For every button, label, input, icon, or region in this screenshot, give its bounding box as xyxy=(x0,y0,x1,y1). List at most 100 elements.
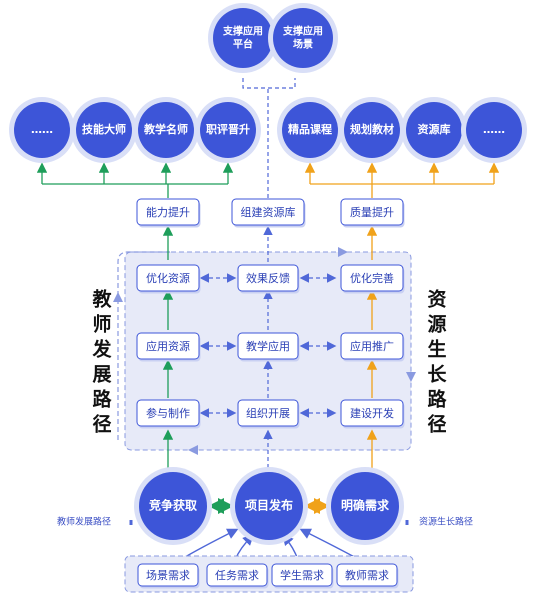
panel-arrow-bottom-left-head xyxy=(188,445,198,455)
resource-path-vertical-char: 长 xyxy=(427,364,447,386)
panel-left-box-2[interactable]: 参与制作 xyxy=(136,399,201,429)
teacher-outcome-circle-2-disc xyxy=(138,102,194,158)
platform-circle-label: 平台 xyxy=(233,38,253,51)
teacher-outcome-circle-1-disc xyxy=(76,102,132,158)
teacher-path-vertical-char: 径 xyxy=(92,414,111,436)
publish-circle-disc xyxy=(235,472,303,540)
ability-box-label: 能力提升 xyxy=(146,205,190,219)
teacher-outcome-circle-2[interactable]: 教学名师 xyxy=(133,97,199,163)
panel-right-box-2-label: 建设开发 xyxy=(350,406,394,420)
demand-circle[interactable]: 明确需求 xyxy=(326,467,404,545)
resource-outcome-circle-0-disc xyxy=(282,102,338,158)
panel-center-box-2-frame xyxy=(237,399,299,427)
need-box-0[interactable]: 场景需求 xyxy=(137,563,200,589)
teacher-outcome-circle-0-label: …… xyxy=(31,123,53,136)
resource-outcome-connectors xyxy=(304,162,500,198)
build-library-box-label: 组建资源库 xyxy=(241,205,296,219)
panel-center-box-1-frame xyxy=(237,332,299,360)
panel-left-box-1[interactable]: 应用资源 xyxy=(136,332,201,362)
teacher-path-vertical-char: 师 xyxy=(92,314,111,336)
panel-center-box-1[interactable]: 教学应用 xyxy=(237,332,300,362)
resource-outcome-circle-2-label: 资源库 xyxy=(418,122,451,136)
resource-path-vertical-char: 资 xyxy=(427,288,446,311)
need-box-2-frame xyxy=(271,563,333,587)
resource-outcome-circle-1-label: 规划教材 xyxy=(350,122,394,136)
need-box-0-frame xyxy=(137,563,199,587)
publish-circle[interactable]: 项目发布 xyxy=(230,467,308,545)
panel-right-box-1-frame xyxy=(340,332,404,360)
quality-box-label: 质量提升 xyxy=(350,206,394,219)
teacher-outcome-circle-3-label: 职评晋升 xyxy=(206,122,250,136)
resource-path-vertical-char: 源 xyxy=(427,313,446,336)
resource-outcome-circle-0[interactable]: 精品课程 xyxy=(277,97,343,163)
resource-outcome-circle-0-label: 精品课程 xyxy=(288,122,332,136)
teacher-outcome-circle-3-disc xyxy=(200,102,256,158)
resource-outcome-circle-3[interactable]: …… xyxy=(461,97,527,163)
panel-center-box-1-label: 教学应用 xyxy=(246,339,290,353)
teacher-outcome-connectors xyxy=(36,162,234,198)
resource-outcome-circle-2-disc xyxy=(406,102,462,158)
teacher-path-vertical-char: 教 xyxy=(92,288,112,311)
panel-right-box-1[interactable]: 应用推广 xyxy=(340,332,405,362)
need-box-0-label: 场景需求 xyxy=(146,568,190,582)
panel-left-box-2-label: 参与制作 xyxy=(146,406,190,420)
compete-circle-disc xyxy=(139,472,207,540)
panel-horizontal-arrows xyxy=(199,273,337,418)
scene-circle-disc xyxy=(273,8,333,68)
panel-arrow-top-right-head xyxy=(338,247,348,257)
panel-left-box-0-label: 优化资源 xyxy=(146,271,190,285)
need-box-1-label: 任务需求 xyxy=(215,569,259,582)
build-library-box-frame xyxy=(231,198,305,226)
panel-right-box-0[interactable]: 优化完善 xyxy=(340,264,405,294)
publish-circle-label: 项目发布 xyxy=(245,498,293,513)
resource-outcome-circle-1-disc xyxy=(344,102,400,158)
need-box-3-frame xyxy=(336,563,398,587)
quality-box-frame xyxy=(340,198,404,226)
need-box-3-label: 教师需求 xyxy=(345,569,389,582)
panel-center-box-0-frame xyxy=(237,264,299,292)
demand-circle-label: 明确需求 xyxy=(341,498,390,513)
panel-left-box-0[interactable]: 优化资源 xyxy=(136,264,201,294)
panel-center-box-2[interactable]: 组织开展 xyxy=(237,399,300,429)
teacher-outcome-circle-2-label: 教学名师 xyxy=(143,122,188,136)
connector-top-split xyxy=(242,78,296,89)
need-box-2[interactable]: 学生需求 xyxy=(271,563,334,589)
resource-path-vertical-char: 径 xyxy=(427,414,446,436)
resource-outcome-circle-1[interactable]: 规划教材 xyxy=(339,97,405,163)
resource-path-vertical-char: 路 xyxy=(427,388,447,411)
scene-circle-label: 场景 xyxy=(293,38,313,51)
panel-center-box-0[interactable]: 效果反馈 xyxy=(237,264,300,294)
resource-outcome-circle-2[interactable]: 资源库 xyxy=(401,97,467,163)
build-library-box[interactable]: 组建资源库 xyxy=(231,198,306,228)
panel-right-box-2[interactable]: 建设开发 xyxy=(340,399,405,429)
panel-right-box-2-frame xyxy=(340,399,404,427)
platform-circle-label: 支撑应用 xyxy=(222,25,263,38)
scene-circle-label: 支撑应用 xyxy=(282,25,323,38)
need-box-1-frame xyxy=(206,563,268,587)
panel-right-box-0-frame xyxy=(340,264,404,292)
quality-box[interactable]: 质量提升 xyxy=(340,198,405,228)
need-box-1[interactable]: 任务需求 xyxy=(206,563,269,589)
resource-outcome-circle-3-disc xyxy=(466,102,522,158)
compete-circle[interactable]: 竞争获取 xyxy=(134,467,212,545)
teacher-path-vertical-char: 展 xyxy=(92,364,111,386)
teacher-outcome-circle-0[interactable]: …… xyxy=(9,97,75,163)
teacher-outcome-circle-0-disc xyxy=(14,102,70,158)
legend-teacher: 教师发展路径 xyxy=(57,516,111,528)
panel-arrow-left-head xyxy=(113,292,123,302)
panel-arrow-right-head xyxy=(406,372,416,382)
teacher-outcome-circle-1[interactable]: 技能大师 xyxy=(71,97,137,163)
need-box-3[interactable]: 教师需求 xyxy=(336,563,399,589)
need-box-2-label: 学生需求 xyxy=(280,568,324,582)
teacher-outcome-circle-3[interactable]: 职评晋升 xyxy=(195,97,261,163)
ability-box-frame xyxy=(136,198,200,226)
panel-left-box-1-frame xyxy=(136,332,200,360)
panel-left-box-0-frame xyxy=(136,264,200,292)
panel-left-box-2-frame xyxy=(136,399,200,427)
teacher-path-vertical-char: 路 xyxy=(92,388,112,411)
ability-box[interactable]: 能力提升 xyxy=(136,198,201,228)
panel-left-box-1-label: 应用资源 xyxy=(146,339,190,353)
